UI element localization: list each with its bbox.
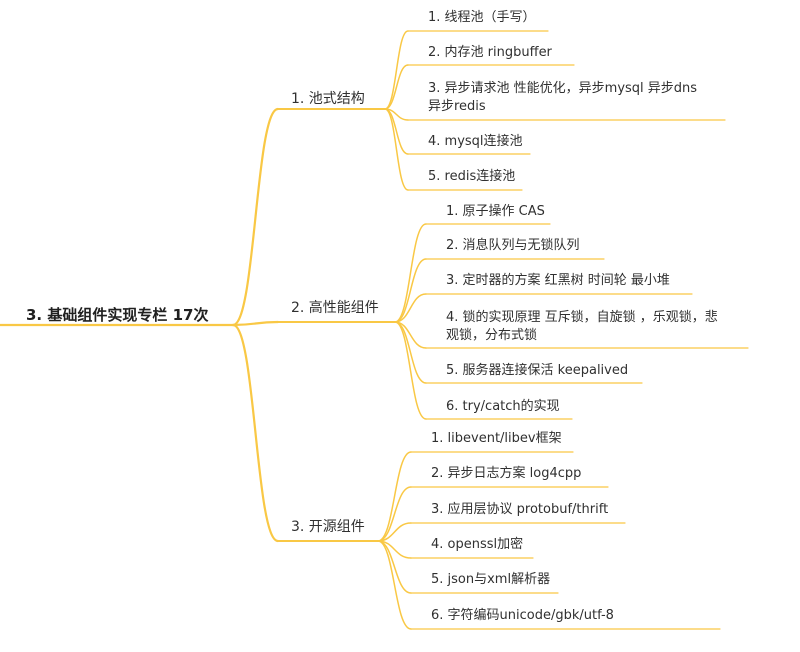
branch-connector xyxy=(231,323,280,543)
leaf-node-line: 3. 定时器的方案 红黑树 时间轮 最小堆 xyxy=(446,273,670,288)
leaf-node[interactable]: 4. openssl加密 xyxy=(431,536,523,554)
leaf-node-line: 异步redis xyxy=(428,99,486,114)
leaf-connector xyxy=(384,30,409,110)
leaf-node-line: 1. 线程池（手写） xyxy=(428,10,536,25)
leaf-node-line: 2. 内存池 ringbuffer xyxy=(428,45,552,60)
leaf-node-line: 1. 原子操作 CAS xyxy=(446,204,545,219)
leaf-node-line: 3. 异步请求池 性能优化，异步mysql 异步dns xyxy=(428,81,698,96)
leaf-node[interactable]: 2. 消息队列与无锁队列 xyxy=(446,237,580,255)
leaf-node-line: 2. 异步日志方案 log4cpp xyxy=(431,466,582,481)
leaf-node-line: 5. json与xml解析器 xyxy=(431,572,551,587)
leaf-node-line: 1. libevent/libev框架 xyxy=(431,431,562,446)
leaf-node[interactable]: 3. 异步请求池 性能优化，异步mysql 异步dns 异步redis xyxy=(428,80,697,116)
leaf-connector xyxy=(394,223,427,323)
leaf-node-line: 3. 应用层协议 protobuf/thrift xyxy=(431,502,609,517)
leaf-node-line: 4. mysql连接池 xyxy=(428,134,523,149)
leaf-node[interactable]: 5. 服务器连接保活 keepalived xyxy=(446,362,628,380)
leaf-node[interactable]: 1. libevent/libev框架 xyxy=(431,430,562,448)
leaf-node-line: 5. 服务器连接保活 keepalived xyxy=(446,363,629,378)
leaf-connector xyxy=(377,486,412,542)
branch-node-3[interactable]: 3. 开源组件 xyxy=(291,518,365,536)
leaf-node[interactable]: 3. 应用层协议 protobuf/thrift xyxy=(431,501,608,519)
leaf-node[interactable]: 4. 锁的实现原理 互斥锁，自旋锁 ，乐观锁，悲观锁，分布式锁 xyxy=(446,309,718,345)
branch-node-2-line: 2. 高性能组件 xyxy=(291,300,379,316)
leaf-node[interactable]: 5. redis连接池 xyxy=(428,168,515,186)
leaf-connector xyxy=(394,258,427,323)
leaf-node[interactable]: 1. 线程池（手写） xyxy=(428,9,536,27)
branch-node-3-line: 3. 开源组件 xyxy=(291,519,365,535)
leaf-connector xyxy=(377,540,412,630)
branch-connector xyxy=(231,320,280,327)
leaf-connector xyxy=(377,451,412,542)
leaf-connector xyxy=(377,522,412,542)
leaf-node-line: 6. try/catch的实现 xyxy=(446,399,560,414)
leaf-connector xyxy=(394,293,427,323)
leaf-node[interactable]: 2. 内存池 ringbuffer xyxy=(428,44,552,62)
leaf-node[interactable]: 5. json与xml解析器 xyxy=(431,571,550,589)
leaf-node[interactable]: 3. 定时器的方案 红黑树 时间轮 最小堆 xyxy=(446,272,670,290)
leaf-connector xyxy=(384,64,409,110)
branch-node-1-line: 1. 池式结构 xyxy=(291,91,365,107)
branch-connector xyxy=(231,107,280,327)
leaf-node-line: 6. 字符编码unicode/gbk/utf-8 xyxy=(431,608,614,623)
leaf-node-line: 5. redis连接池 xyxy=(428,169,516,184)
leaf-connector xyxy=(384,108,409,191)
root-node[interactable]: 3. 基础组件实现专栏 17次 xyxy=(26,306,208,324)
branch-node-2[interactable]: 2. 高性能组件 xyxy=(291,299,379,317)
leaf-node-line: 4. openssl加密 xyxy=(431,537,524,552)
root-node-line: 3. 基础组件实现专栏 17次 xyxy=(26,306,209,324)
leaf-node[interactable]: 2. 异步日志方案 log4cpp xyxy=(431,465,581,483)
leaf-node[interactable]: 1. 原子操作 CAS xyxy=(446,203,545,221)
leaf-node[interactable]: 6. try/catch的实现 xyxy=(446,398,560,416)
leaf-node-line: 观锁，分布式锁 xyxy=(446,328,538,343)
leaf-node-line: 4. 锁的实现原理 互斥锁，自旋锁 ，乐观锁，悲 xyxy=(446,310,718,325)
leaf-node[interactable]: 6. 字符编码unicode/gbk/utf-8 xyxy=(431,607,614,625)
branch-node-1[interactable]: 1. 池式结构 xyxy=(291,90,365,108)
leaf-node-line: 2. 消息队列与无锁队列 xyxy=(446,238,580,253)
leaf-connector xyxy=(394,321,427,420)
leaf-node[interactable]: 4. mysql连接池 xyxy=(428,133,523,151)
